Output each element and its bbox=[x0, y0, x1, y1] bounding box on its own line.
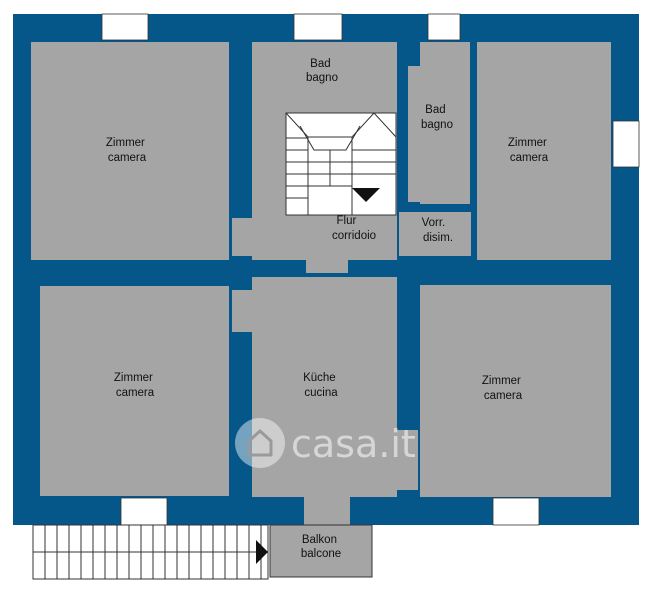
flur-corridoio-room-label: Flur corridoio bbox=[332, 215, 376, 242]
room-floor-bad-2-niche bbox=[408, 66, 422, 202]
room-labels: Zimmer camera Bad bagno Bad bagno Zimmer… bbox=[106, 58, 550, 560]
door-opening-kueche-west bbox=[232, 290, 254, 332]
room-floor-kueche bbox=[252, 277, 397, 497]
room-floor-zimmer-nw bbox=[31, 42, 229, 260]
interior-staircase bbox=[285, 112, 397, 216]
room-floors bbox=[31, 42, 611, 526]
room-floor-zimmer-sw bbox=[40, 286, 229, 496]
window bbox=[492, 497, 540, 526]
stair-well bbox=[285, 112, 397, 216]
stair-steps bbox=[285, 112, 397, 215]
zimmer-camera-room-label: Zimmer camera bbox=[508, 137, 550, 164]
house-icon bbox=[235, 418, 285, 468]
vorr-disim-room-label: Vorr. disim. bbox=[422, 217, 453, 244]
balkon-floor bbox=[269, 524, 373, 578]
window bbox=[293, 13, 343, 41]
room-floor-zimmer-se bbox=[420, 285, 611, 497]
window bbox=[612, 120, 640, 168]
door-opening-flur-west bbox=[232, 218, 254, 256]
zimmer-camera-room-label: Zimmer camera bbox=[482, 375, 524, 402]
door-opening-balkon bbox=[304, 494, 350, 526]
stair-direction-arrow bbox=[352, 188, 380, 202]
casa-it-watermark: casa.it bbox=[235, 418, 416, 468]
zimmer-camera-room-label: Zimmer camera bbox=[106, 137, 148, 164]
room-floor-flur-passage bbox=[306, 255, 348, 273]
kueche-cucina-room-label: Küche cucina bbox=[303, 372, 339, 399]
bad-bagno-room-label: Bad bagno bbox=[421, 104, 453, 131]
room-floor-bad-1 bbox=[252, 42, 397, 108]
stair-direction-arrow bbox=[256, 540, 268, 564]
room-floor-bad-2 bbox=[420, 42, 470, 204]
room-floor-zimmer-ne bbox=[477, 42, 611, 260]
watermark-text: casa.it bbox=[291, 422, 416, 466]
window bbox=[120, 497, 168, 526]
window bbox=[101, 13, 149, 41]
window bbox=[427, 13, 461, 41]
windows bbox=[101, 13, 640, 526]
exterior-staircase bbox=[32, 524, 269, 580]
bad-bagno-room-label: Bad bagno bbox=[306, 58, 338, 84]
zimmer-camera-room-label: Zimmer camera bbox=[114, 372, 156, 399]
balkon-balcone-room-label: Balkon balcone bbox=[301, 534, 341, 560]
room-floor-vorr bbox=[399, 212, 471, 256]
door-opening-kueche-east bbox=[396, 430, 418, 490]
